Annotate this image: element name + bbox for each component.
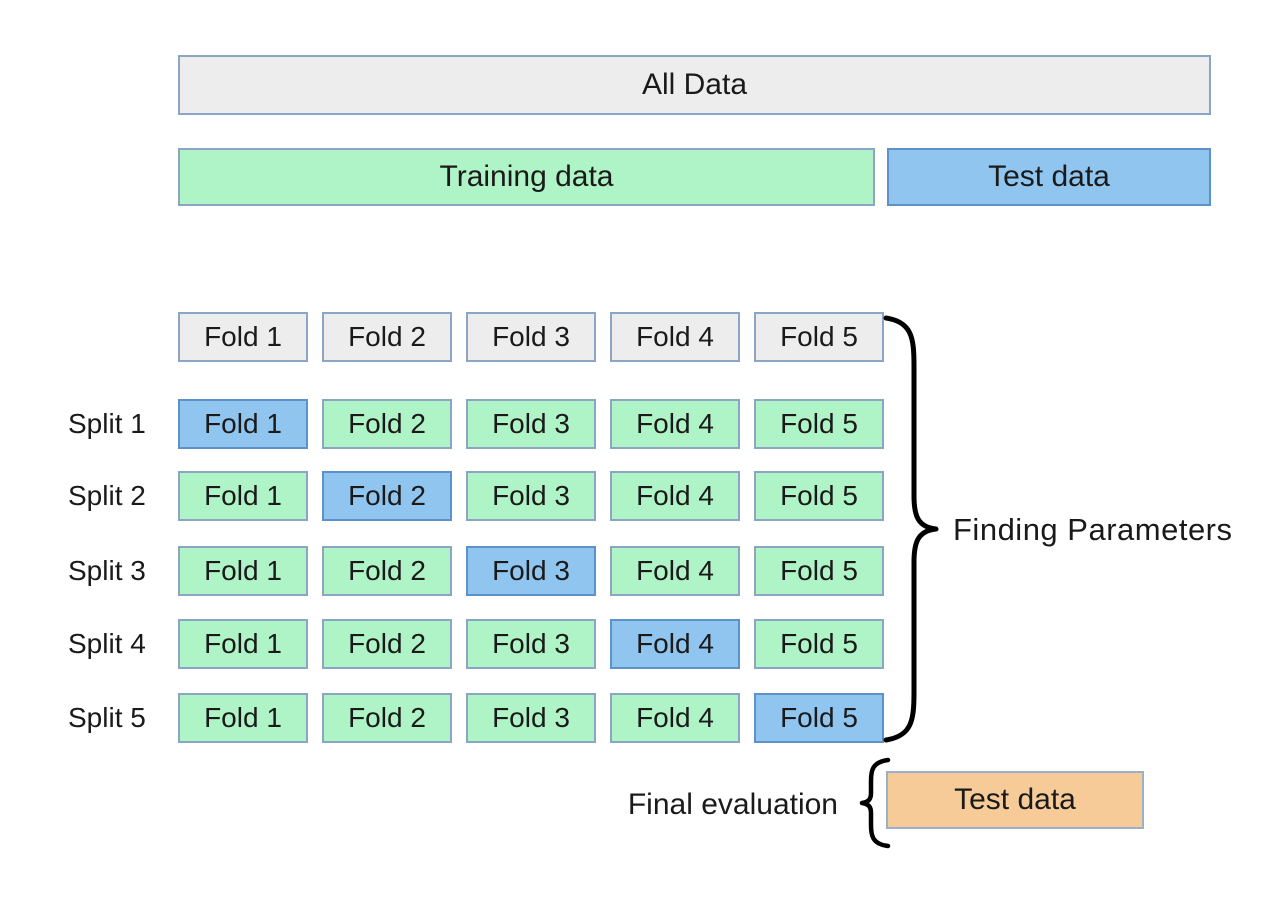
fold-cell: Fold 2	[322, 546, 452, 596]
fold-cell: Fold 1	[178, 471, 308, 521]
fold-cell: Fold 1	[178, 619, 308, 669]
final-evaluation-brace	[859, 757, 891, 849]
fold-cell: Fold 3	[466, 693, 596, 743]
finding-parameters-brace	[883, 315, 939, 743]
split-label: Split 1	[68, 408, 146, 439]
fold-header-cell: Fold 5	[754, 312, 884, 362]
all-data-bar: All Data	[178, 55, 1211, 115]
fold-cell: Fold 4	[610, 471, 740, 521]
fold-cell: Fold 5	[754, 399, 884, 449]
fold-cell: Fold 2	[322, 399, 452, 449]
final-evaluation-label: Final evaluation	[627, 788, 838, 821]
fold-cell: Fold 1	[178, 399, 308, 449]
split-label: Split 3	[68, 555, 146, 586]
fold-cell: Fold 2	[322, 619, 452, 669]
fold-cell: Fold 4	[610, 399, 740, 449]
fold-cell: Fold 3	[466, 619, 596, 669]
final-test-data-bar: Test data	[886, 771, 1144, 829]
fold-cell: Fold 5	[754, 693, 884, 743]
fold-cell: Fold 4	[610, 619, 740, 669]
fold-cell: Fold 1	[178, 693, 308, 743]
fold-header-cell: Fold 2	[322, 312, 452, 362]
split-label: Split 4	[68, 628, 146, 659]
fold-cell: Fold 5	[754, 471, 884, 521]
split-label: Split 5	[68, 702, 146, 733]
fold-cell: Fold 4	[610, 546, 740, 596]
training-data-bar: Training data	[178, 148, 875, 206]
fold-header-cell: Fold 3	[466, 312, 596, 362]
fold-cell: Fold 2	[322, 693, 452, 743]
split-label: Split 2	[68, 480, 146, 511]
fold-cell: Fold 3	[466, 471, 596, 521]
fold-cell: Fold 5	[754, 546, 884, 596]
fold-cell: Fold 5	[754, 619, 884, 669]
fold-header-cell: Fold 4	[610, 312, 740, 362]
fold-cell: Fold 4	[610, 693, 740, 743]
fold-cell: Fold 1	[178, 546, 308, 596]
finding-parameters-label: Finding Parameters	[953, 512, 1233, 547]
fold-cell: Fold 3	[466, 399, 596, 449]
fold-header-cell: Fold 1	[178, 312, 308, 362]
test-data-bar: Test data	[887, 148, 1211, 206]
fold-cell: Fold 2	[322, 471, 452, 521]
fold-cell: Fold 3	[466, 546, 596, 596]
